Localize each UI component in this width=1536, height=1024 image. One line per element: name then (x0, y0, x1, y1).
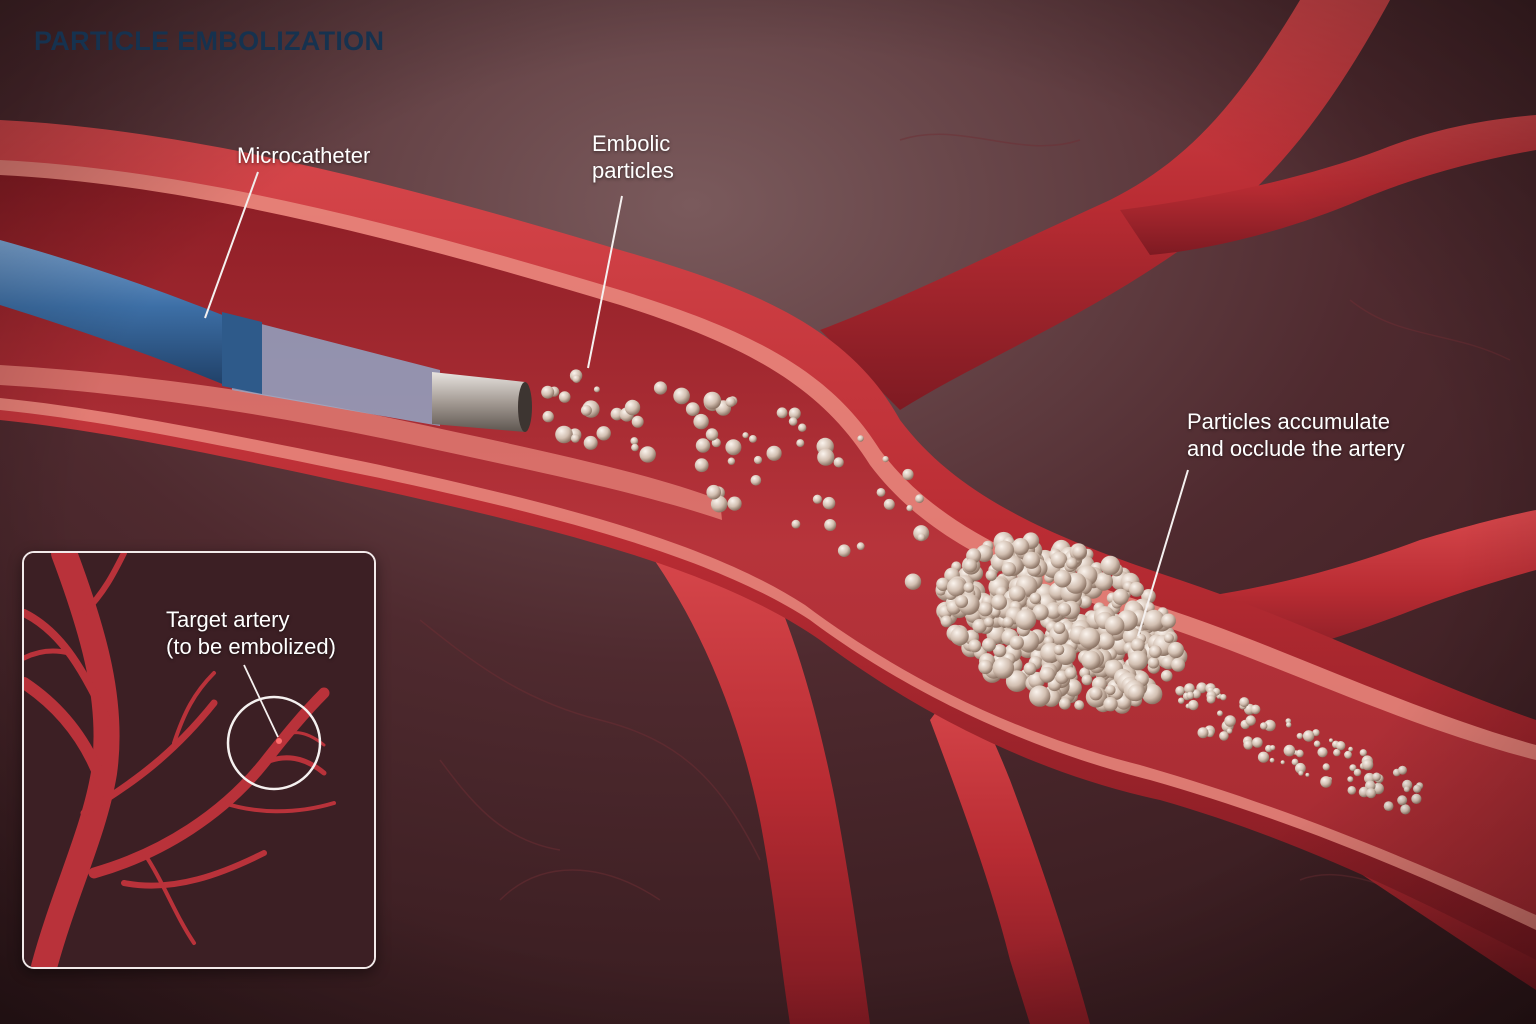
accumulate-label-line-2: and occlude the artery (1187, 436, 1405, 461)
target-artery-label-line-2: (to be embolized) (166, 634, 336, 659)
target-artery-circle (226, 695, 322, 791)
target-artery-inset: Target artery (to be embolized) (22, 551, 376, 969)
target-point-marker (276, 738, 282, 744)
target-artery-label-line-1: Target artery (166, 607, 290, 632)
microcatheter-label: Microcatheter (237, 143, 371, 168)
inset-illustration (24, 553, 374, 967)
inset-vessel-tree (24, 553, 336, 967)
embolic-particles-label: Embolic particles (592, 130, 674, 184)
target-artery-leader-line (243, 664, 279, 738)
embolic-particles-label-line-1: Embolic (592, 131, 671, 156)
embolic-particles-label-line-2: particles (592, 158, 674, 183)
diagram-title: PARTICLE EMBOLIZATION (34, 26, 385, 56)
accumulate-label-line-1: Particles accumulate (1187, 409, 1390, 434)
target-artery-label: Target artery (to be embolized) (166, 606, 336, 660)
accumulate-label: Particles accumulate and occlude the art… (1187, 408, 1405, 462)
